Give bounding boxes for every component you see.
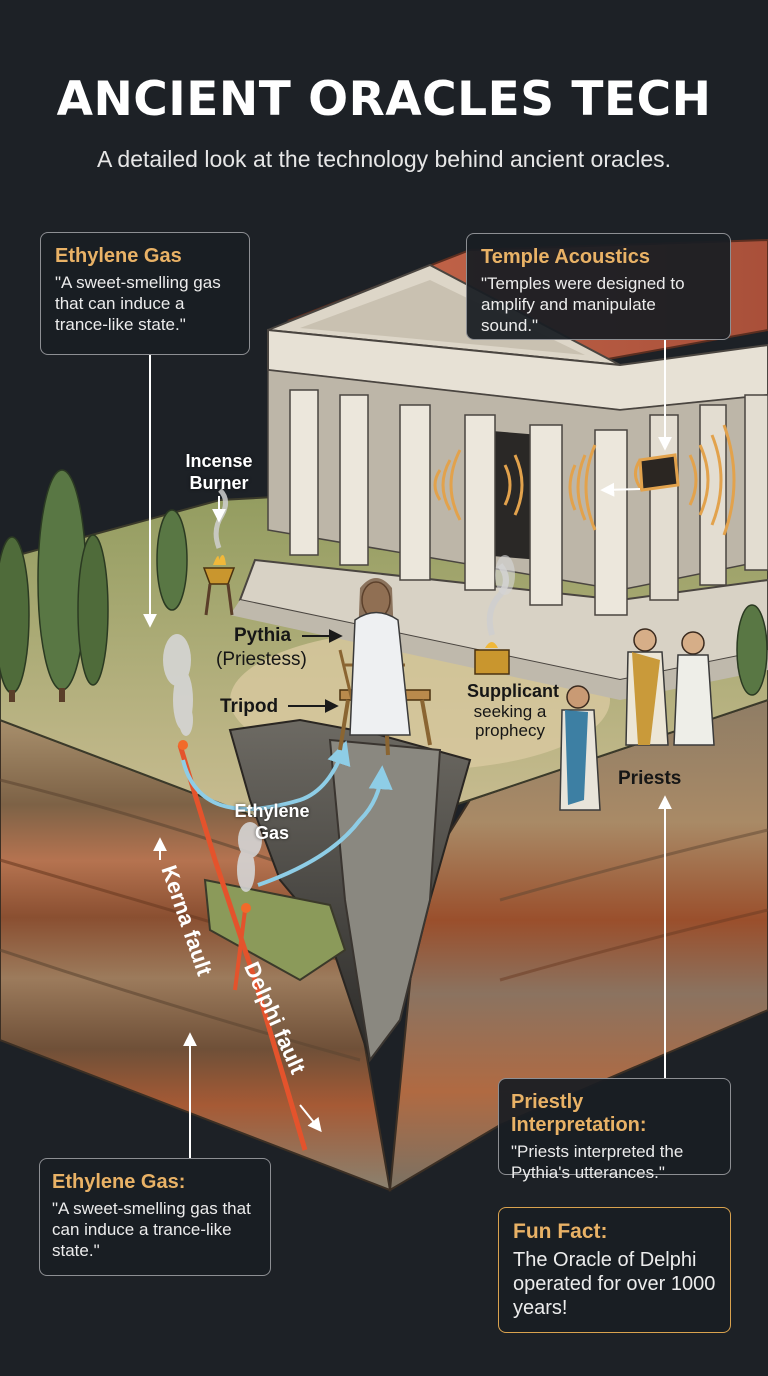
supplicant-subtext: seeking a prophecy (473, 702, 547, 740)
pythia-figure (349, 578, 411, 736)
pythia-label: Pythia (234, 625, 292, 646)
label-arrows (288, 629, 343, 713)
callout-body: "A sweet-smelling gas that can induce a … (55, 273, 221, 334)
temple-columns (289, 389, 768, 616)
callout-heading: Temple Acoustics (481, 246, 650, 268)
cypress-trees (0, 469, 768, 702)
priestly-interpretation-callout: Priestly Interpretation: "Priests interp… (498, 1078, 731, 1182)
fun-fact-callout: Fun Fact: The Oracle of Delphi operated … (498, 1207, 731, 1333)
priestess-label: (Priestess) (216, 649, 307, 670)
callout-heading: Priestly Interpretation: (511, 1091, 647, 1136)
incense-burner-label: Incense Burner (185, 451, 253, 493)
callout-heading: Fun Fact: (513, 1220, 608, 1243)
ethylene-gas-callout: Ethylene Gas "A sweet-smelling gas that … (40, 232, 250, 355)
callout-body: "A sweet-smelling gas that can induce a … (52, 1199, 251, 1260)
callout-body: The Oracle of Delphi operated for over 1… (513, 1249, 716, 1319)
page-title: ANCIENT ORACLES TECH (56, 72, 712, 127)
acoustic-arrow (600, 482, 641, 497)
gas-vents (178, 740, 251, 913)
page-subtitle: A detailed look at the technology behind… (96, 146, 672, 172)
altar-incense-icon (474, 563, 510, 675)
callout-heading: Ethylene Gas: (52, 1171, 186, 1193)
priests-figures (625, 628, 715, 746)
speaker-icon (634, 453, 680, 492)
callout-heading: Ethylene Gas (55, 245, 182, 267)
supplicant-figure (559, 685, 601, 811)
callout-body: "Temples were designed to amplify and ma… (481, 274, 685, 335)
temple-acoustics-callout: Temple Acoustics "Temples were designed … (466, 233, 731, 340)
fault-lines (177, 744, 308, 1151)
gas-arrows (181, 740, 393, 887)
tripod-label: Tripod (220, 696, 279, 717)
ethylene-gas-label: Ethylene Gas (234, 801, 310, 843)
callout-body: "Priests interpreted the Pythia's uttera… (511, 1142, 684, 1182)
connector-lines (143, 340, 672, 1158)
sound-waves (433, 424, 736, 536)
supplicant-label: Supplicant (467, 681, 560, 701)
ethylene-gas-callout-bottom: Ethylene Gas: "A sweet-smelling gas that… (39, 1158, 271, 1276)
priests-label: Priests (618, 768, 682, 789)
gas-plumes (163, 555, 515, 892)
